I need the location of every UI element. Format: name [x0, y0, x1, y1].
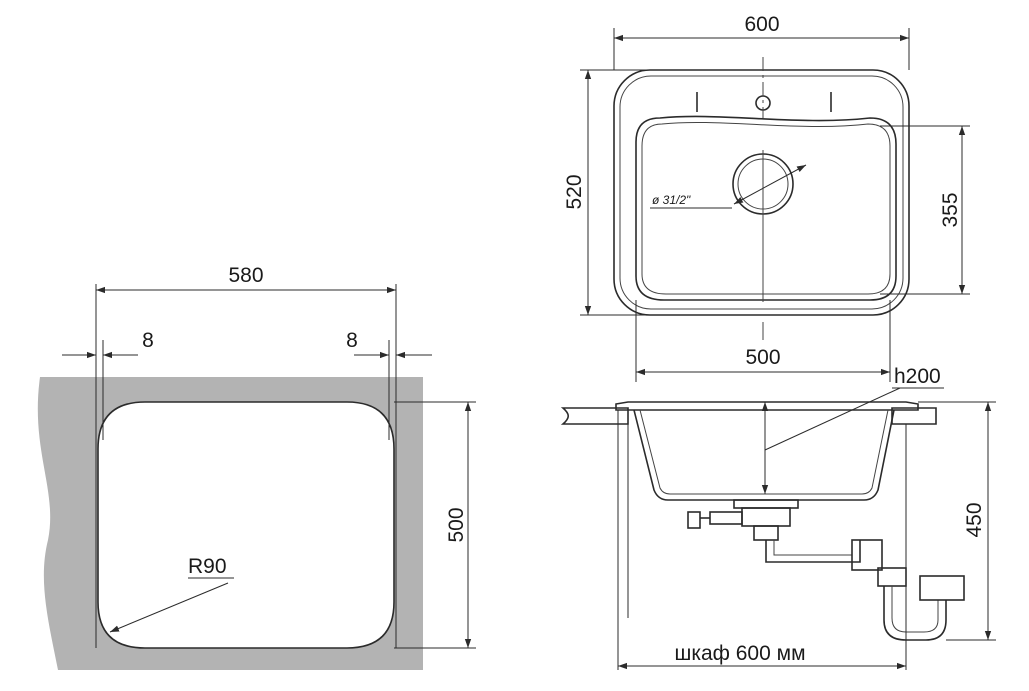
- overflow-connector: [709, 511, 743, 525]
- siphon-u-bend-inner: [891, 586, 939, 633]
- label-bowl-depth-355: 355: [939, 192, 962, 227]
- drain-flange: [733, 499, 799, 509]
- sink-bowl-inner: [641, 121, 891, 295]
- label-drain-diameter: ø 31/2": [652, 193, 691, 207]
- label-bowl-depth-h200: h200: [894, 365, 941, 388]
- cutout-view: 580 8 8 500 R90: [37, 264, 476, 670]
- side-sink-rim: [615, 401, 919, 411]
- sink-outer-rim: [613, 69, 910, 316]
- label-radius-r90: R90: [188, 555, 227, 578]
- label-height-520: 520: [563, 174, 586, 209]
- drain-body: [741, 507, 791, 527]
- siphon-joint: [851, 539, 883, 571]
- label-width-580: 580: [228, 264, 263, 287]
- label-height-500: 500: [445, 507, 468, 542]
- drain-diameter-leader: [733, 164, 807, 205]
- top-view: 600 520 355 500 ø 31/2": [563, 13, 970, 382]
- siphon-u-bend: [883, 586, 947, 641]
- sink-outer-rim-inner: [619, 75, 904, 310]
- siphon-pipe-upper: [765, 540, 861, 563]
- side-view: h200 450 шкаф 600 мм: [560, 365, 996, 670]
- sink-cutout: [97, 401, 395, 649]
- label-install-height-450: 450: [963, 502, 986, 537]
- drain-tailpiece: [753, 525, 779, 541]
- h200-leader: [764, 387, 901, 451]
- label-margin-left-8: 8: [142, 329, 154, 352]
- label-margin-right-8: 8: [346, 329, 358, 352]
- countertop-slab-left: [560, 407, 629, 425]
- siphon-pipe-upper-inner: [773, 540, 852, 556]
- label-width-600: 600: [744, 13, 779, 36]
- radius-leader: [109, 582, 229, 633]
- side-sink-bowl: [633, 409, 895, 501]
- label-cabinet-width: шкаф 600 мм: [674, 642, 805, 665]
- side-sink-bowl-inner: [639, 409, 889, 495]
- label-bowl-width-500: 500: [745, 346, 780, 369]
- siphon-outlet: [919, 575, 965, 601]
- overflow-nut: [687, 511, 701, 529]
- sink-bowl: [635, 115, 897, 301]
